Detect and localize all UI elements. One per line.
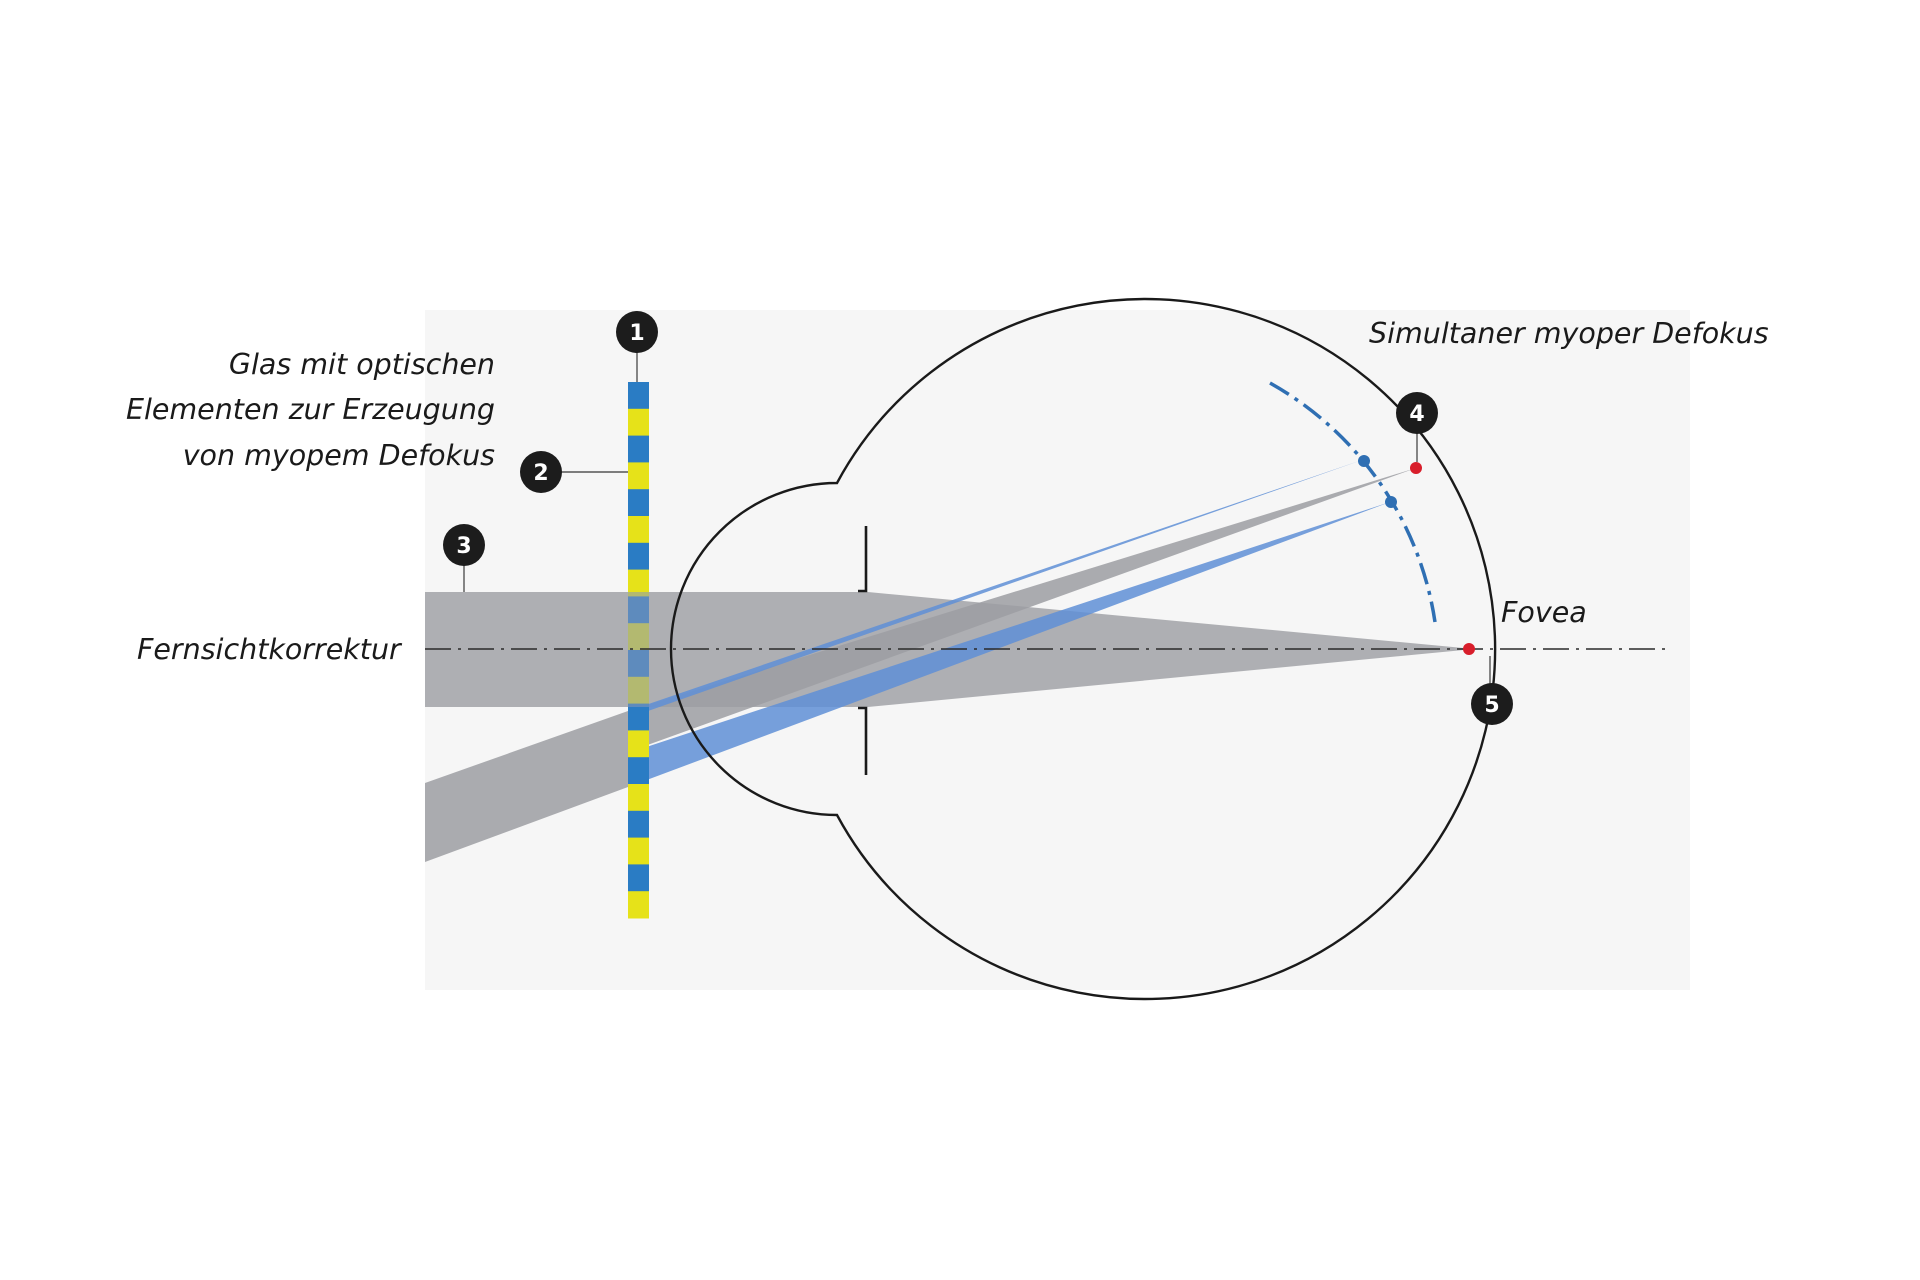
- fovea-label: Fovea: [1501, 596, 1587, 629]
- defocus-blue-beam-upper: [628, 460, 1362, 711]
- lens-segment: [628, 462, 649, 490]
- lens-segment: [628, 382, 649, 410]
- lens-segment: [628, 408, 649, 437]
- marker-4-number: 4: [1409, 402, 1424, 427]
- distance-correction-label: Fernsichtkorrektur: [137, 633, 403, 666]
- retina-focus-gray-beam: [628, 468, 1416, 752]
- lens-segment: [628, 837, 649, 865]
- lens-label-line1: Glas mit optischen: [229, 348, 495, 381]
- marker-1-number: 1: [629, 321, 644, 346]
- fovea-point: [1463, 643, 1475, 655]
- oblique-gray-beam: [425, 711, 628, 862]
- lens-segment: [628, 569, 649, 597]
- lens-segment: [628, 864, 649, 892]
- lens-segment: [628, 730, 649, 758]
- retina-focus-point: [1410, 462, 1422, 474]
- marker-badge-4: 4: [1396, 392, 1438, 434]
- simultaneous-defocus-label: Simultaner myoper Defokus: [1369, 317, 1769, 350]
- lens-segment: [628, 542, 649, 571]
- eyeball-outline: [669, 297, 1497, 1001]
- iris-lower-mark: [858, 706, 868, 775]
- lens-segment: [628, 891, 649, 919]
- lens-label-line2: Elementen zur Erzeugung: [126, 393, 495, 426]
- lens-label-line3: von myopem Defokus: [183, 439, 495, 472]
- lens-beam-overlay: [628, 592, 649, 707]
- defocus-surface-arc: [1269, 381, 1437, 623]
- marker-badge-2: 2: [520, 451, 562, 493]
- defocus-point-lower: [1385, 496, 1397, 508]
- marker-badge-5: 5: [1471, 683, 1513, 725]
- lens-segment: [628, 757, 649, 785]
- marker-badge-1: 1: [616, 311, 658, 353]
- marker-badge-3: 3: [443, 524, 485, 566]
- lens-segment: [628, 516, 649, 544]
- marker-5-number: 5: [1484, 693, 1499, 718]
- marker-2-number: 2: [533, 461, 548, 486]
- lens-segment: [628, 703, 649, 731]
- lens-segment: [628, 489, 649, 517]
- lens-segment: [628, 784, 649, 812]
- marker-3-number: 3: [456, 534, 471, 559]
- lens-segment: [628, 435, 649, 463]
- defocus-blue-beam-lower: [628, 502, 1390, 787]
- iris-upper-mark: [858, 526, 868, 593]
- lens-segment: [628, 810, 649, 839]
- defocus-point-upper: [1358, 455, 1370, 467]
